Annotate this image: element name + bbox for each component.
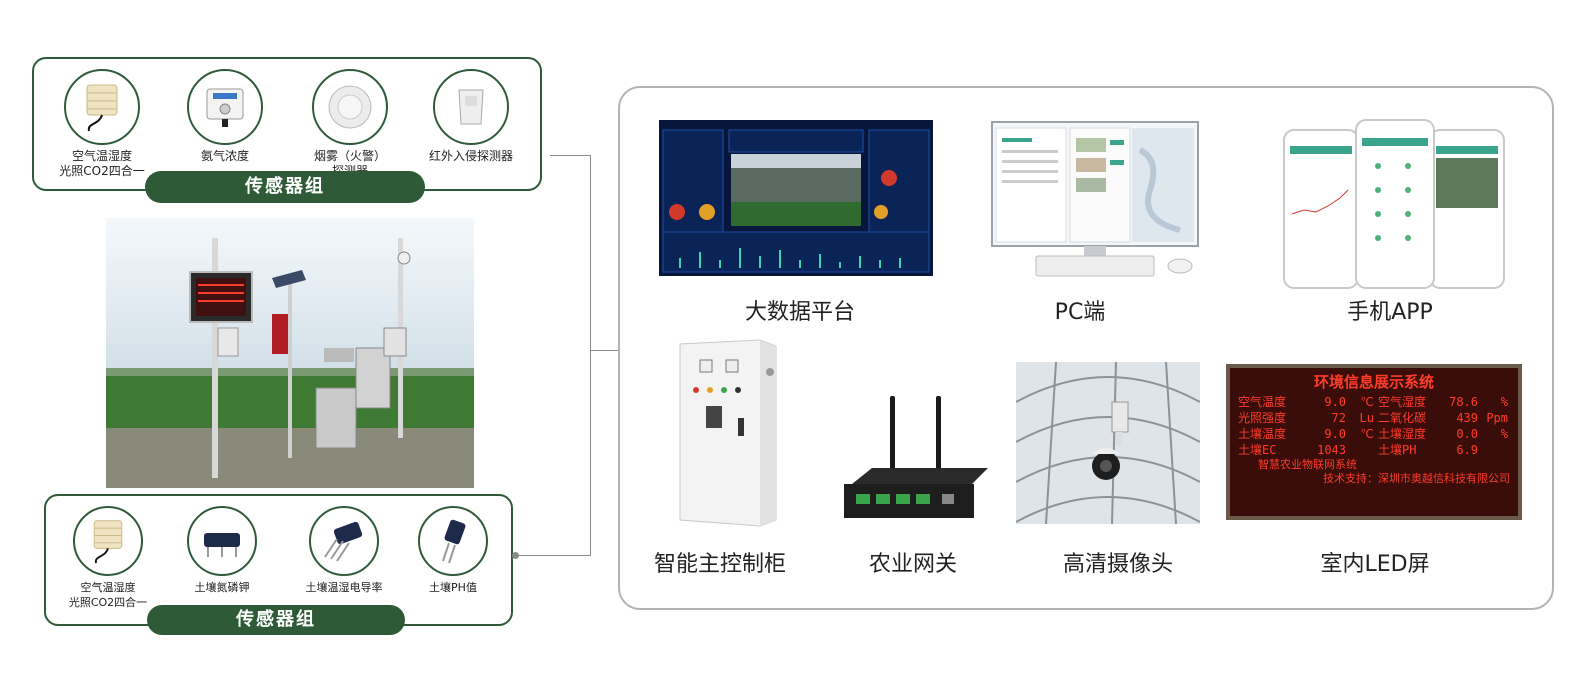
led-screen: 环境信息展示系统 空气温度 9.0 ℃ 空气湿度 78.6 % 光照强度 72 …: [1226, 364, 1522, 520]
camera-image: [1016, 362, 1200, 524]
caption-app: 手机APP: [1347, 300, 1433, 325]
platform-panel: [618, 86, 1554, 610]
top-sensor-group: 空气温湿度 光照CO2四合一 氨气浓度 烟雾（火警） 探测器: [32, 57, 542, 191]
led-unit: [1478, 442, 1508, 458]
led-row: 光照强度 72 Lu 二氧化碳 439 Ppm: [1238, 410, 1510, 426]
led-row: 土壤EC 1043 土壤PH 6.9: [1238, 442, 1510, 458]
caption-led: 室内LED屏: [1320, 552, 1430, 577]
sensor-label-line1: 土壤PH值: [429, 581, 477, 594]
led-label: 土壤温度: [1238, 427, 1287, 441]
sensor-soil-npk: 土壤氮磷钾: [174, 506, 270, 595]
caption-big-data: 大数据平台: [744, 300, 855, 325]
led-label: 空气湿度: [1378, 395, 1427, 409]
sensor-air-temp-humidity: 空气温湿度 光照CO2四合一: [52, 69, 152, 179]
led-value: 6.9: [1456, 443, 1478, 457]
led-unit: %: [1500, 427, 1508, 441]
led-unit: [1346, 442, 1374, 458]
led-row: 空气温度 9.0 ℃ 空气湿度 78.6 %: [1238, 394, 1510, 410]
mobile-app-image: [1283, 119, 1505, 289]
soil-ph-sensor-icon: [418, 506, 488, 576]
led-label: 光照强度: [1238, 411, 1287, 425]
sensor-label-line1: 土壤氮磷钾: [194, 581, 250, 594]
connector-dot: [512, 552, 519, 559]
led-unit: ℃: [1360, 427, 1374, 441]
led-footer-2: 技术支持：深圳市奥越信科技有限公司: [1323, 472, 1510, 485]
sensor-infrared: 红外入侵探测器: [416, 69, 526, 164]
caption-cabinet: 智能主控制柜: [653, 552, 786, 577]
smoke-detector-icon: [312, 69, 388, 145]
led-label: 土壤EC: [1238, 443, 1277, 457]
soil-ec-sensor-icon: [309, 506, 379, 576]
infrared-detector-icon: [433, 69, 509, 145]
bottom-group-title: 传感器组: [147, 605, 405, 635]
sensor-label-line1: 烟雾（火警）: [313, 149, 386, 163]
big-data-dashboard-image: [659, 120, 933, 276]
weather-shield-icon: [64, 69, 140, 145]
connector-top: [550, 155, 590, 156]
sensor-soil-ph: 土壤PH值: [408, 506, 498, 595]
led-value: 9.0: [1324, 395, 1346, 409]
led-rows: 空气温度 9.0 ℃ 空气湿度 78.6 % 光照强度 72 Lu 二氧化碳 4…: [1238, 394, 1510, 458]
led-unit: Lu: [1359, 411, 1374, 425]
sensor-soil-temp-ec: 土壤温湿电导率: [284, 506, 404, 595]
sensor-label-line2: 光照CO2四合一: [59, 164, 145, 178]
led-value: 78.6: [1449, 395, 1478, 409]
led-value: 439: [1456, 411, 1478, 425]
caption-pc: PC端: [1054, 300, 1106, 325]
led-value: 72: [1331, 411, 1346, 425]
weather-shield-icon: [73, 506, 143, 576]
sensor-air-temp-humidity: 空气温湿度 光照CO2四合一: [58, 506, 158, 610]
sensor-label-line1: 土壤温湿电导率: [305, 581, 383, 594]
led-value: 0.0: [1456, 427, 1478, 441]
led-label: 空气温度: [1238, 395, 1287, 409]
soil-npk-sensor-icon: [187, 506, 257, 576]
caption-gateway: 农业网关: [868, 552, 957, 577]
led-unit: %: [1500, 395, 1508, 409]
pc-monitor-image: [991, 121, 1199, 277]
sensor-label-line1: 空气温湿度: [71, 149, 132, 163]
led-value: 1043: [1317, 443, 1346, 457]
led-title: 环境信息展示系统: [1313, 373, 1434, 391]
field-station-photo: [106, 218, 474, 488]
led-unit: Ppm: [1486, 411, 1508, 425]
gateway-device-image: [844, 396, 988, 518]
led-label: 土壤PH: [1378, 443, 1417, 457]
sensor-label-line1: 空气温湿度: [80, 581, 136, 594]
sensor-label-line1: 氨气浓度: [200, 149, 249, 163]
caption-camera: 高清摄像头: [1062, 552, 1173, 577]
led-unit: ℃: [1360, 395, 1374, 409]
connector-bottom: [516, 555, 590, 556]
sensor-smoke: 烟雾（火警） 探测器: [300, 69, 400, 179]
connector-to-panel: [590, 350, 618, 351]
top-group-title: 传感器组: [145, 171, 425, 203]
led-row: 土壤温度 9.0 ℃ 土壤湿度 0.0 %: [1238, 426, 1510, 442]
connector-vertical: [590, 155, 591, 556]
led-label: 土壤湿度: [1378, 427, 1427, 441]
sensor-label-line2: 光照CO2四合一: [68, 596, 148, 609]
led-footer-1: 智慧农业物联网系统: [1258, 458, 1357, 471]
control-cabinet-image: [679, 339, 777, 527]
led-label: 二氧化碳: [1378, 411, 1427, 425]
sensor-label-line1: 红外入侵探测器: [428, 149, 513, 163]
led-value: 9.0: [1324, 427, 1346, 441]
sensor-ammonia: 氨气浓度: [180, 69, 270, 164]
ammonia-sensor-icon: [187, 69, 263, 145]
